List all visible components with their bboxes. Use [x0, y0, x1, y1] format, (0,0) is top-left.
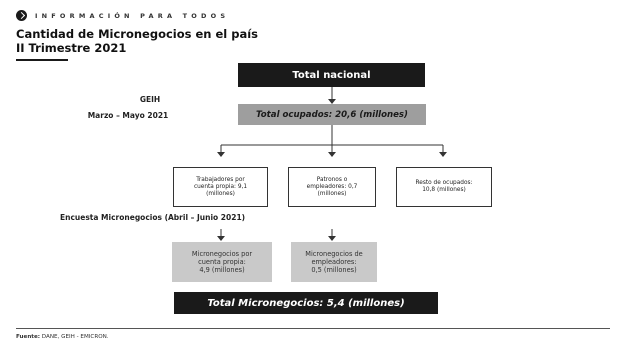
footer-source-text: DANE, GEIH - EMICRON. [41, 334, 109, 340]
encuesta-label: Encuesta Micronegocios (Abril – Junio 20… [60, 213, 246, 222]
footer-prefix: Fuente: [16, 334, 41, 340]
brand-text: INFORMACIÓN PARA TODOS [35, 11, 230, 20]
footer-divider [16, 328, 610, 329]
brand-header: INFORMACIÓN PARA TODOS [16, 10, 229, 21]
arrow-down-icon [328, 152, 336, 157]
page-subtitle: II Trimestre 2021 [16, 41, 127, 55]
total-nacional-box: Total nacional [238, 63, 425, 87]
total-ocupados-box: Total ocupados: 20,6 (millones) [238, 104, 426, 125]
title-underline [16, 59, 68, 61]
category-box-resto: Resto de ocupados: 10,8 (millones) [396, 167, 492, 207]
arrow-down-icon [439, 152, 447, 157]
micronegocios-cuenta-propia-box: Micronegocios por cuenta propia: 4,9 (mi… [172, 242, 272, 282]
arrow-down-icon [328, 236, 336, 241]
category-box-empleadores: Patronos o empleadores: 0,7 (millones) [288, 167, 376, 207]
arrow-down-icon [328, 99, 336, 104]
micronegocios-empleadores-box: Micronegocios de empleadores: 0,5 (millo… [291, 242, 377, 282]
geih-period: Marzo – Mayo 2021 [87, 111, 169, 120]
arrow-down-icon [217, 236, 225, 241]
page-title: Cantidad de Micronegocios en el país [16, 27, 259, 41]
total-micronegocios-box: Total Micronegocios: 5,4 (millones) [174, 292, 438, 314]
footer-source: Fuente: DANE, GEIH - EMICRON. [16, 334, 109, 340]
circle-arrow-icon [16, 10, 27, 21]
geih-label: GEIH [139, 95, 161, 104]
arrow-down-icon [217, 152, 225, 157]
category-box-cuenta-propia: Trabajadores por cuenta propia: 9,1 (mil… [173, 167, 268, 207]
